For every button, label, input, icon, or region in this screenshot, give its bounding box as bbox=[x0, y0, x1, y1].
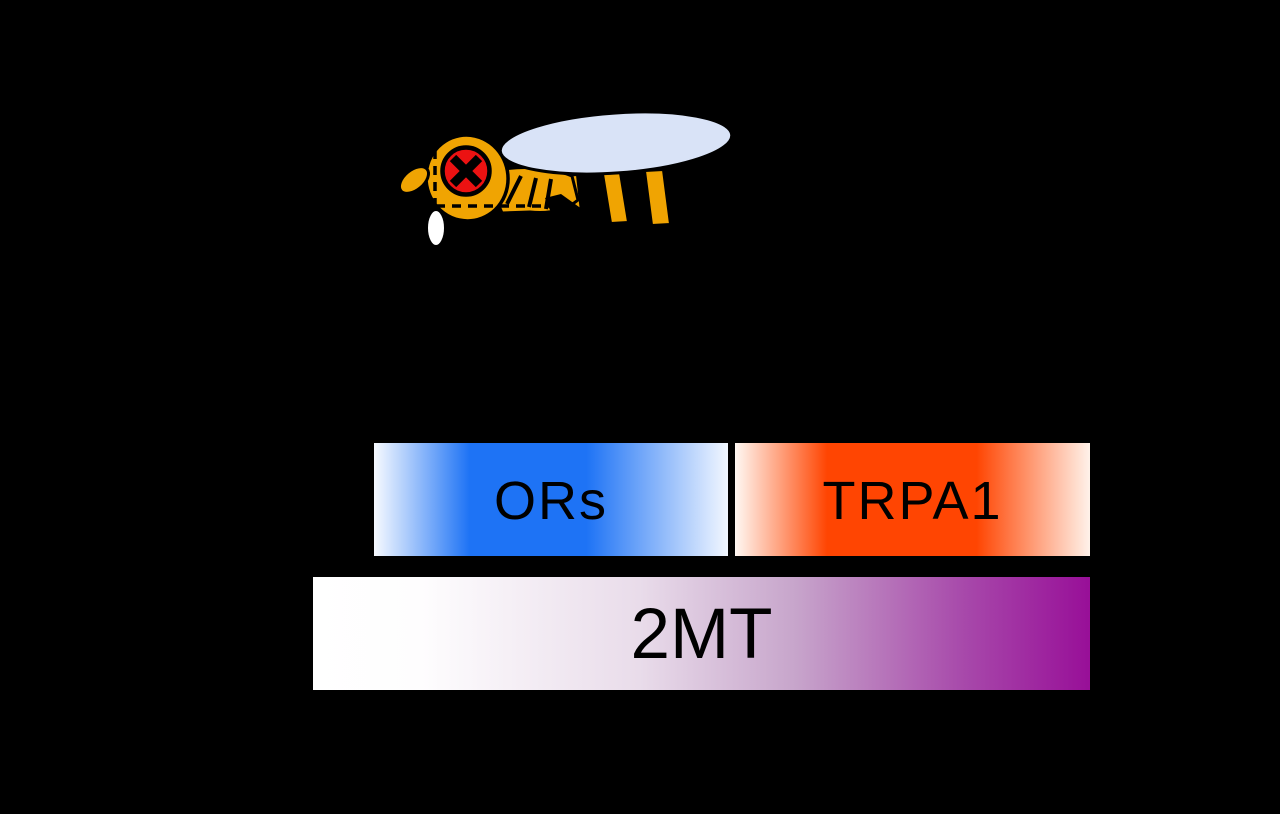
fly-legs bbox=[505, 175, 553, 210]
antenna-dashed-outline bbox=[420, 150, 580, 208]
fly-antenna bbox=[397, 165, 431, 195]
abdomen-stripe bbox=[643, 168, 672, 227]
fly-wing bbox=[498, 110, 734, 176]
2mt-label: 2MT bbox=[630, 595, 773, 674]
ors-label: ORs bbox=[494, 470, 608, 531]
fly-illustration bbox=[397, 110, 734, 248]
bar-2mt: 2MT bbox=[313, 577, 1090, 690]
fly-proboscis bbox=[425, 208, 447, 248]
abdomen-stripe bbox=[601, 171, 630, 225]
x-mark-icon bbox=[449, 154, 483, 188]
trpa1-bar: TRPA1 bbox=[735, 443, 1090, 556]
ors-bar: ORs bbox=[374, 443, 728, 556]
trpa1-label: TRPA1 bbox=[822, 470, 1003, 531]
